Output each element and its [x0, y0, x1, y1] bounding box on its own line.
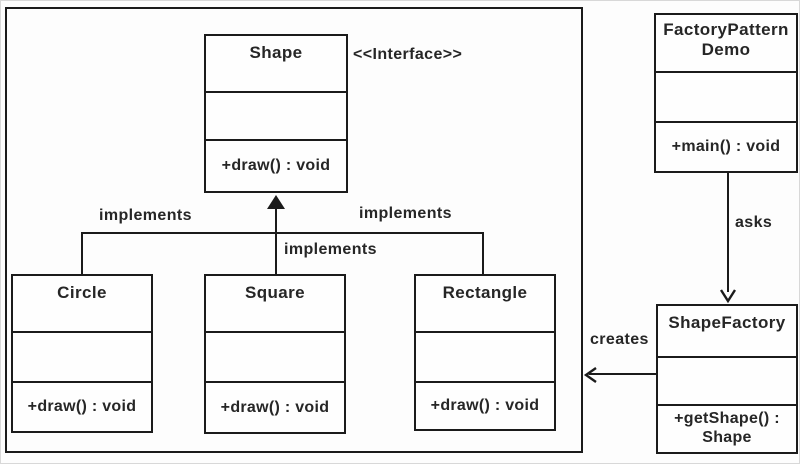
class-method-square: +draw() : void: [220, 398, 330, 416]
class-attributes-factory-pattern-demo: [656, 73, 796, 123]
class-box-rectangle: Rectangle +draw() : void: [414, 274, 556, 431]
class-name-factory-pattern-demo: FactoryPattern Demo: [656, 15, 796, 73]
implements-label-left: implements: [99, 207, 192, 224]
class-box-square: Square +draw() : void: [204, 274, 346, 434]
creates-label: creates: [590, 331, 649, 348]
class-box-shape: Shape +draw() : void: [204, 34, 348, 193]
generalization-arrowhead-icon: [267, 195, 285, 209]
class-name-shape: Shape: [206, 36, 346, 93]
class-name-shape-factory: ShapeFactory: [658, 306, 796, 358]
class-attributes-circle: [13, 333, 151, 383]
asks-arrowhead-icon: [718, 288, 738, 309]
class-method-circle: +draw() : void: [27, 398, 137, 416]
class-attributes-shape: [206, 93, 346, 141]
interface-stereotype-label: <<Interface>>: [353, 46, 463, 63]
implements-bus-line: [81, 232, 484, 234]
class-attributes-square: [206, 333, 344, 383]
class-attributes-rectangle: [416, 333, 554, 383]
asks-label: asks: [735, 214, 773, 231]
class-name-rectangle: Rectangle: [416, 276, 554, 333]
implements-label-right: implements: [359, 205, 452, 222]
class-method-shape: +draw() : void: [221, 157, 331, 175]
class-box-circle: Circle +draw() : void: [11, 274, 153, 433]
rectangle-connector-line: [482, 232, 484, 274]
class-attributes-shape-factory: [658, 358, 796, 406]
circle-connector-line: [81, 232, 83, 274]
class-name-circle: Circle: [13, 276, 151, 333]
class-method-rectangle: +draw() : void: [430, 397, 540, 415]
square-connector-line: [275, 232, 277, 274]
class-name-square: Square: [206, 276, 344, 333]
creates-arrowhead-icon: [583, 366, 599, 389]
class-method-shape-factory: +getShape() : Shape: [674, 409, 780, 446]
package-boundary-box: [5, 7, 583, 453]
class-box-shape-factory: ShapeFactory +getShape() : Shape: [656, 304, 798, 454]
asks-line: [727, 173, 729, 292]
generalization-line: [275, 208, 277, 234]
class-method-factory-pattern-demo: +main() : void: [671, 138, 781, 156]
implements-label-middle: implements: [284, 241, 377, 258]
creates-line: [589, 373, 656, 375]
class-box-factory-pattern-demo: FactoryPattern Demo +main() : void: [654, 13, 798, 173]
